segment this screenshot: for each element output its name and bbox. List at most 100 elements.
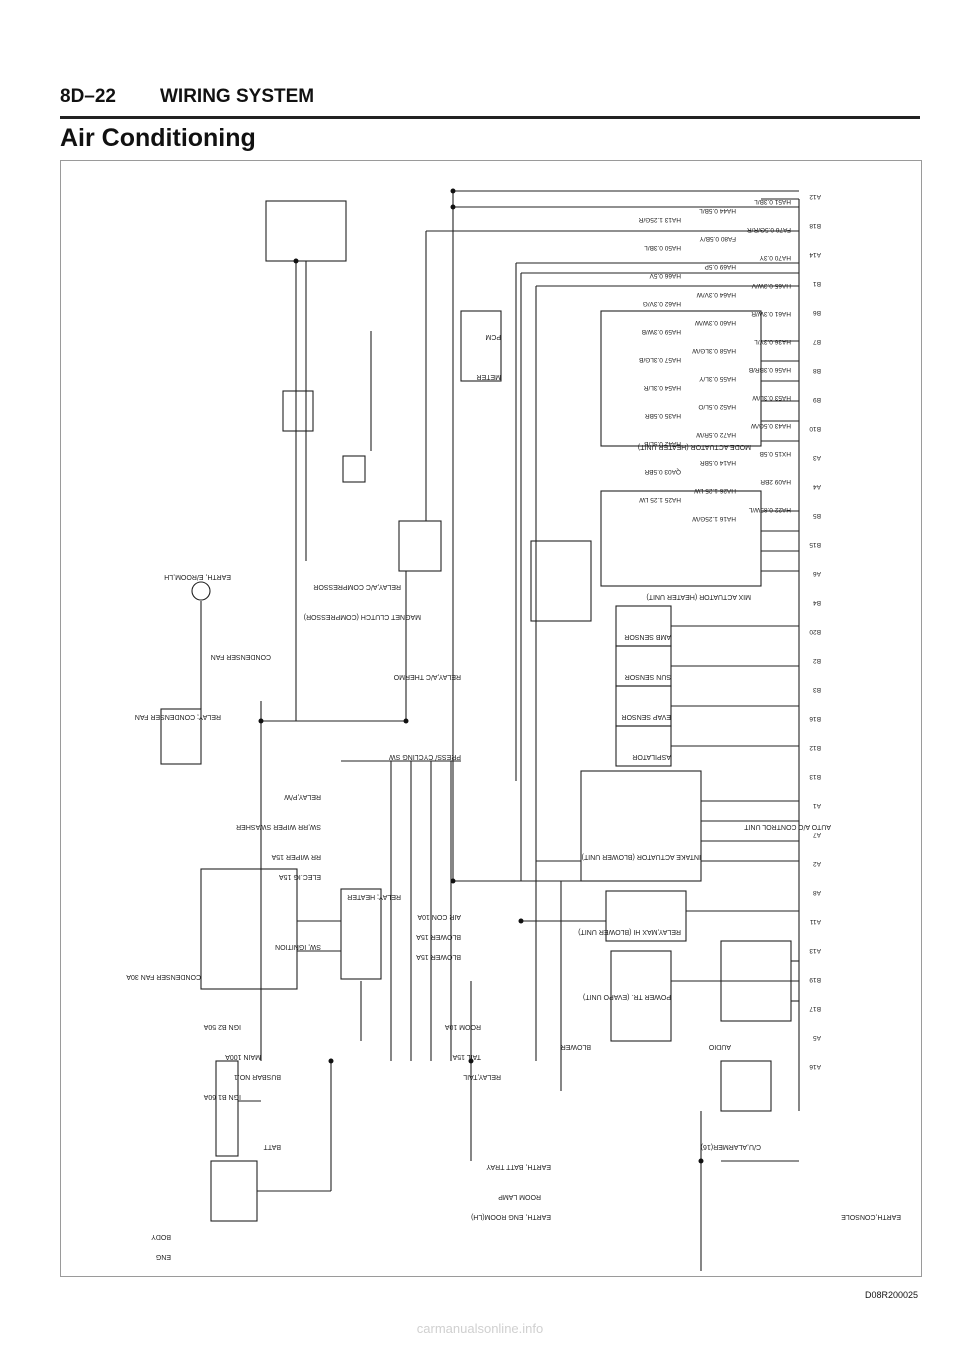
label-busbar: BUSBAR NO.1 bbox=[234, 1073, 281, 1080]
pin-label: A2 bbox=[813, 860, 821, 867]
wire-label: HA64 0.3V/W bbox=[696, 291, 736, 298]
label-relay-max-hi: RELAY,MAX HI (BLOWER UNIT) bbox=[578, 928, 681, 935]
label-relay-ac-compressor: RELAY,A/C COMPRESSOR bbox=[313, 583, 401, 590]
pin-label: B17 bbox=[809, 1005, 821, 1012]
wiring-diagram: AUTO A/C CONTROL UNIT MODE ACTUATOR (HEA… bbox=[60, 160, 922, 1277]
pin-label: A3 bbox=[813, 454, 821, 461]
pin-label: B19 bbox=[809, 976, 821, 983]
label-fuse-ign-b1: IGN B1 60A bbox=[203, 1093, 241, 1100]
label-intake-actuator: INTAKE ACTUATOR (BLOWER UNIT) bbox=[582, 853, 701, 860]
pin-label: A13 bbox=[809, 947, 821, 954]
wire-label: HA59 0.3W/B bbox=[642, 328, 681, 335]
wire-label: HA57 0.3LG/B bbox=[639, 356, 681, 363]
wire-label: HA56 0.3BR/B bbox=[749, 366, 791, 373]
wire-label: HA66 0.5V bbox=[649, 272, 681, 279]
diagram-code: D08R200025 bbox=[864, 1290, 918, 1300]
label-press-cycling: PRESS/ CYCLING SW bbox=[389, 753, 461, 760]
label-cu-alarmer: C/U,ALARMER(16) bbox=[701, 1143, 761, 1150]
label-earth-eng-room: EARTH, ENG ROOM(LH) bbox=[471, 1213, 551, 1220]
label-fuse-main: MAIN 100A bbox=[225, 1053, 261, 1060]
wire-label: HX15 0.5B bbox=[760, 450, 791, 457]
pin-label: B9 bbox=[813, 396, 821, 403]
label-condenser-fan: CONDENSER FAN bbox=[211, 653, 271, 660]
pin-label: B18 bbox=[809, 222, 821, 229]
label-sun-sensor: SUN SENSOR bbox=[625, 673, 671, 680]
pin-label: B8 bbox=[813, 367, 821, 374]
pin-label: A11 bbox=[810, 918, 821, 925]
pin-label: B16 bbox=[809, 715, 821, 722]
pin-label: A1 bbox=[813, 802, 821, 809]
label-batt: BATT bbox=[263, 1143, 281, 1150]
label-body: BODY bbox=[151, 1233, 171, 1240]
label-relay-tail: RELAY,TAIL bbox=[463, 1073, 501, 1080]
label-fuse-room: ROOM 10A bbox=[444, 1023, 481, 1030]
page-header: 8D–22 WIRING SYSTEM bbox=[60, 86, 920, 126]
wire-label: HA55 0.3L/Y bbox=[698, 375, 736, 382]
label-audio: AUDIO bbox=[708, 1043, 731, 1050]
pin-label: B5 bbox=[813, 512, 821, 519]
pin-label: A14 bbox=[809, 251, 821, 258]
pin-label: B13 bbox=[809, 773, 821, 780]
pin-label: A4 bbox=[813, 483, 821, 490]
label-aspirator: ASPILATOR bbox=[632, 753, 671, 760]
wire-label: HA36 0.3Y/L bbox=[754, 338, 791, 345]
pin-label: B12 bbox=[809, 744, 821, 751]
wire-label: HA14 0.5BR bbox=[700, 459, 736, 466]
label-mode-actuator: MODE ACTUATOR (HEATER UNIT) bbox=[638, 443, 751, 450]
header-rule bbox=[60, 116, 920, 119]
wire-label: HA22 0.85W/L bbox=[748, 506, 791, 513]
label-meter: METER bbox=[477, 373, 502, 380]
wire-label: HA53 0.3L/W bbox=[751, 394, 791, 401]
label-amb-sensor: AMB SENSOR bbox=[624, 633, 671, 640]
label-earth-batt-tray: EARTH, BATT TRAY bbox=[486, 1163, 551, 1170]
page-title: Air Conditioning bbox=[60, 124, 256, 152]
wiring-diagram-svg: AUTO A/C CONTROL UNIT MODE ACTUATOR (HEA… bbox=[126, 188, 901, 1271]
wire-label: HA61 0.3W/R bbox=[751, 310, 791, 317]
label-magnet-clutch: MAGNET CLUTCH (COMPRESSOR) bbox=[304, 613, 421, 620]
pin-label: B7 bbox=[813, 338, 821, 345]
label-earth-eroom: EARTH, E/ROOM,LH bbox=[164, 573, 231, 580]
wire-label: HA62 0.3V/G bbox=[643, 300, 681, 307]
label-sw-rr-wiper: SW,RR WIPER SWASHER bbox=[236, 823, 321, 830]
wire-label: HA51 0.3B/L bbox=[754, 198, 791, 205]
wire-label: HA54 0.3L/R bbox=[643, 384, 681, 391]
wire-label: HA52 0.5L/O bbox=[698, 403, 736, 410]
wire-label: HA42 0.5L/B bbox=[644, 440, 681, 447]
pin-label: A16 bbox=[809, 1063, 821, 1070]
label-power-tr: POWER TR. (EVAPO UNIT) bbox=[583, 993, 671, 1000]
label-earth-console: EARTH,CONSOLE bbox=[841, 1213, 901, 1220]
wire-label: FA76 0.5G/R/R bbox=[747, 226, 791, 233]
label-room-lamp: ROOM LAMP bbox=[498, 1193, 541, 1200]
pin-label: A5 bbox=[813, 1034, 821, 1041]
footer-watermark: carmanualsonline.info bbox=[416, 1321, 544, 1336]
wire-label: HA69 0.5P bbox=[705, 263, 736, 270]
wire-label: HA44 0.5B/L bbox=[699, 207, 736, 214]
wire-label: HA25 1.25 LW bbox=[638, 496, 681, 503]
label-elec-ig: ELEC.IG 15A bbox=[279, 873, 321, 880]
wire-label: HA50 0.3B/L bbox=[644, 244, 681, 251]
wire-label: HA70 0.3Y bbox=[759, 254, 791, 261]
pin-label: A8 bbox=[813, 889, 821, 896]
pin-label: B6 bbox=[813, 309, 821, 316]
label-mix-actuator: MIX ACTUATOR (HEATER UNIT) bbox=[646, 593, 751, 600]
label-control-unit: AUTO A/C CONTROL UNIT bbox=[744, 823, 831, 830]
wire-label: HA60 0.3W/W bbox=[694, 319, 736, 326]
pin-label: B3 bbox=[813, 686, 821, 693]
pin-label: B15 bbox=[809, 541, 821, 548]
label-fuse-tail: TAIL 15A bbox=[452, 1053, 481, 1060]
pin-label: A7 bbox=[813, 831, 821, 838]
label-relay-heater: RELAY; HEATER bbox=[347, 893, 401, 900]
label-relay-condenser-fan: RELAY; CONDENSER FAN bbox=[135, 713, 221, 720]
page-number: 8D–22 bbox=[60, 86, 116, 107]
wire-label: HA16 1.25G/W bbox=[691, 515, 736, 522]
label-relay-ac-thermo: RELAY,A/C THERMO bbox=[393, 673, 461, 680]
label-fuse-ign-b2: IGN B2 50A bbox=[203, 1023, 241, 1030]
label-relay-pw: RELAY,P/W bbox=[284, 793, 321, 800]
wire-label: HA26 1.25 LW bbox=[693, 487, 736, 494]
wire-label: HA13 1.25G/R bbox=[638, 216, 681, 223]
pin-label: B4 bbox=[813, 599, 821, 606]
pin-label: B10 bbox=[809, 425, 821, 432]
wire-label: HA65 0.3W/V bbox=[751, 282, 791, 289]
pin-label: B2 bbox=[813, 657, 821, 664]
label-evap-sensor: EVAP SENSOR bbox=[621, 713, 671, 720]
